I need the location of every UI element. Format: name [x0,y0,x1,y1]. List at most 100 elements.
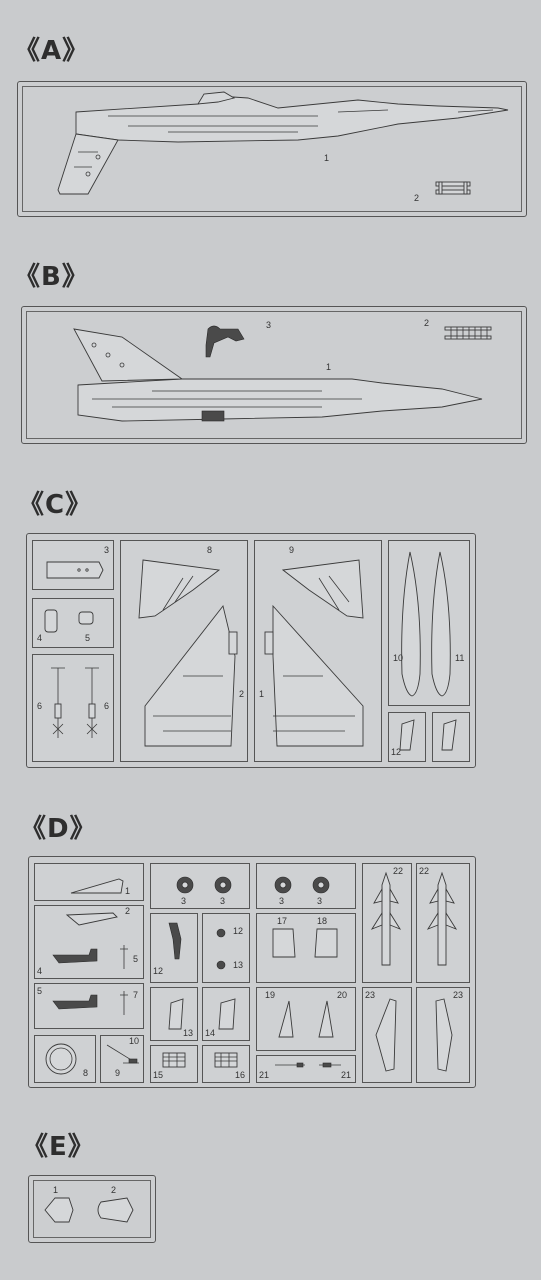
wheel-part-icon [176,876,232,894]
part-number: 12 [391,747,402,757]
part-number: 12 [233,926,244,936]
strut-part-icon [120,945,128,969]
sprue-frame-c: 3 4 5 6 6 8 2 9 1 10 11 [26,533,476,768]
sprue-cell [256,1055,356,1083]
part-number: 3 [279,896,285,906]
part-number: 6 [104,701,110,711]
ladder-part-icon [435,181,471,195]
sprue-cell [256,863,356,909]
part-number: 10 [129,1036,140,1046]
door-part-icon [218,998,236,1030]
sprue-frame-b: 1 2 3 [21,306,527,444]
section-b-title: 《B》 [14,262,89,292]
part-number: 4 [37,966,43,976]
linkage-part-icon [106,1044,139,1064]
part-number: 15 [153,1070,164,1080]
strut-part-icon [120,991,128,1015]
section-c-title: 《C》 [18,490,93,520]
part-number: 17 [277,916,288,926]
sprue-frame-d: 1 2 4 5 5 7 8 9 10 3 3 12 12 13 13 14 15… [28,856,476,1088]
clear-parts-drawing [44,1197,134,1223]
part-number: 3 [181,896,187,906]
part-number: 1 [324,153,330,163]
ladder-part-icon [444,326,492,340]
part-number: 8 [207,545,213,555]
part-number: 21 [341,1070,352,1080]
part-number: 5 [37,986,43,996]
part-number: 1 [326,362,332,372]
part-number: 3 [266,320,272,330]
fuselage-left-half-drawing [57,91,509,195]
wheel-part-icon [274,876,330,894]
part-number: 11 [455,653,465,663]
sprue-cell [256,987,356,1051]
sprue-cell [32,654,114,762]
fuselage-right-half-drawing [73,325,483,422]
gun-part-icon [52,948,98,964]
grille-part-icon [162,1052,186,1068]
missile-part-icon [426,871,458,966]
gun-part-icon [52,994,98,1010]
section-d-title: 《D》 [20,814,97,844]
section-a-title: 《A》 [14,36,90,66]
part-number: 2 [125,906,131,916]
part-number: 22 [393,866,404,876]
part-number: 1 [259,689,265,699]
intake-part-icon [272,928,338,958]
part-number: 8 [83,1068,89,1078]
sprue-frame-e: 1 2 [28,1175,156,1243]
right-wing-part-drawing [264,559,364,747]
part-number: 7 [133,990,139,1000]
part-number: 23 [365,990,376,1000]
part-number: 2 [111,1185,117,1195]
part-number: 18 [317,916,328,926]
fin-part-icon [278,1000,334,1038]
sprue-cell [202,913,250,983]
wheel-small-part-icon [216,928,226,970]
panel-part-icon [65,912,118,926]
part-number: 23 [453,990,464,1000]
part-number: 13 [183,1028,194,1038]
part-number: 1 [125,886,131,896]
sprue-cell [34,863,144,901]
nose-gear-part-icon [168,922,182,960]
part-number: 3 [220,896,226,906]
part-number: 1 [53,1185,59,1195]
sprue-cell [150,863,250,909]
part-number: 5 [85,633,91,643]
grille-part-icon [214,1052,238,1068]
pylon-long-part-icon [375,998,397,1072]
part-number: 13 [233,960,244,970]
part-number: 6 [37,701,43,711]
door-part-icon [168,998,184,1030]
part-number: 19 [265,990,276,1000]
part-number: 5 [133,954,139,964]
sprue-frame-a: 1 2 [17,81,527,217]
rod-part-icon [275,1062,341,1068]
part-number: 2 [239,689,245,699]
part-number: 21 [259,1070,270,1080]
part-number: 3 [317,896,323,906]
pylon-long-part-icon [435,998,453,1072]
sprue-cell [32,598,114,648]
fuel-tank-part-drawing [401,551,451,697]
part-number: 9 [115,1068,121,1078]
part-number: 4 [37,633,43,643]
tail-panel-part-icon [70,878,124,894]
part-number: 12 [153,966,164,976]
ring-part-icon [45,1043,77,1075]
part-number: 2 [414,193,420,203]
pylon-part-icon [399,719,457,751]
part-number: 3 [104,545,110,555]
sprue-cell [388,540,470,706]
section-e-title: 《E》 [22,1132,95,1162]
sprue-cell [202,1045,250,1083]
part-number: 2 [424,318,430,328]
part-number: 10 [393,653,404,663]
canopy-part-icon [46,561,104,579]
part-number: 22 [419,866,430,876]
part-number: 20 [337,990,348,1000]
landing-gear-part-icon [51,667,99,738]
left-wing-part-drawing [138,559,238,747]
part-number: 14 [205,1028,216,1038]
